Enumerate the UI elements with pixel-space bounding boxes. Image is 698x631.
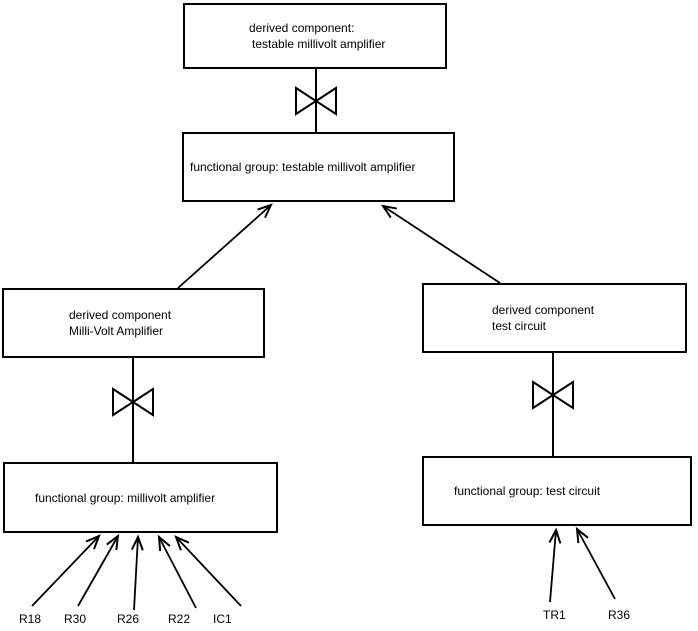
arrow-millivolt-amplifier-to-testable bbox=[177, 203, 273, 289]
component-label-r36: R36 bbox=[608, 608, 631, 622]
arrow-r36 bbox=[575, 526, 616, 600]
node-label-line2: test circuit bbox=[492, 319, 547, 333]
node-derived-test-circuit: derived component test circuit bbox=[422, 283, 687, 353]
component-label-tr1: TR1 bbox=[543, 608, 566, 622]
arrow-r26 bbox=[130, 534, 144, 611]
node-label: functional group: millivolt amplifier bbox=[35, 490, 216, 505]
node-label: functional group: test circuit bbox=[454, 484, 601, 498]
bowtie-icon-top bbox=[295, 86, 337, 116]
bowtie-icon-right bbox=[532, 380, 574, 410]
node-derived-millivolt-amplifier: derived component Milli-Volt Amplifier bbox=[2, 288, 265, 358]
component-label-r30: R30 bbox=[64, 612, 87, 626]
node-functional-millivolt-amplifier: functional group: millivolt amplifier bbox=[3, 462, 278, 533]
node-derived-testable-mv-amplifier: derived component: testable millivolt am… bbox=[183, 3, 447, 69]
node-label-line2: testable millivolt amplifier bbox=[252, 37, 386, 51]
component-label-r18: R18 bbox=[19, 612, 42, 626]
arrow-tr1 bbox=[548, 527, 562, 603]
component-label-r26: R26 bbox=[117, 612, 140, 626]
arrow-r18 bbox=[31, 534, 101, 607]
component-label-r22: R22 bbox=[168, 612, 191, 626]
node-label-line2: Milli-Volt Amplifier bbox=[69, 324, 164, 338]
arrow-r22 bbox=[157, 534, 197, 609]
arrow-r30 bbox=[77, 533, 120, 607]
arrow-test-circuit-to-testable bbox=[380, 204, 501, 284]
node-label-line1: derived component bbox=[69, 308, 172, 322]
node-label: functional group: testable millivolt amp… bbox=[190, 160, 416, 174]
bowtie-icon-left bbox=[112, 387, 154, 417]
node-label-line1: derived component bbox=[492, 303, 595, 317]
node-functional-test-circuit: functional group: test circuit bbox=[422, 456, 692, 526]
node-functional-testable-mv-amplifier: functional group: testable millivolt amp… bbox=[182, 132, 455, 202]
node-label-line1: derived component: bbox=[249, 21, 355, 35]
component-label-ic1: IC1 bbox=[213, 612, 232, 626]
arrow-ic1 bbox=[174, 535, 242, 607]
